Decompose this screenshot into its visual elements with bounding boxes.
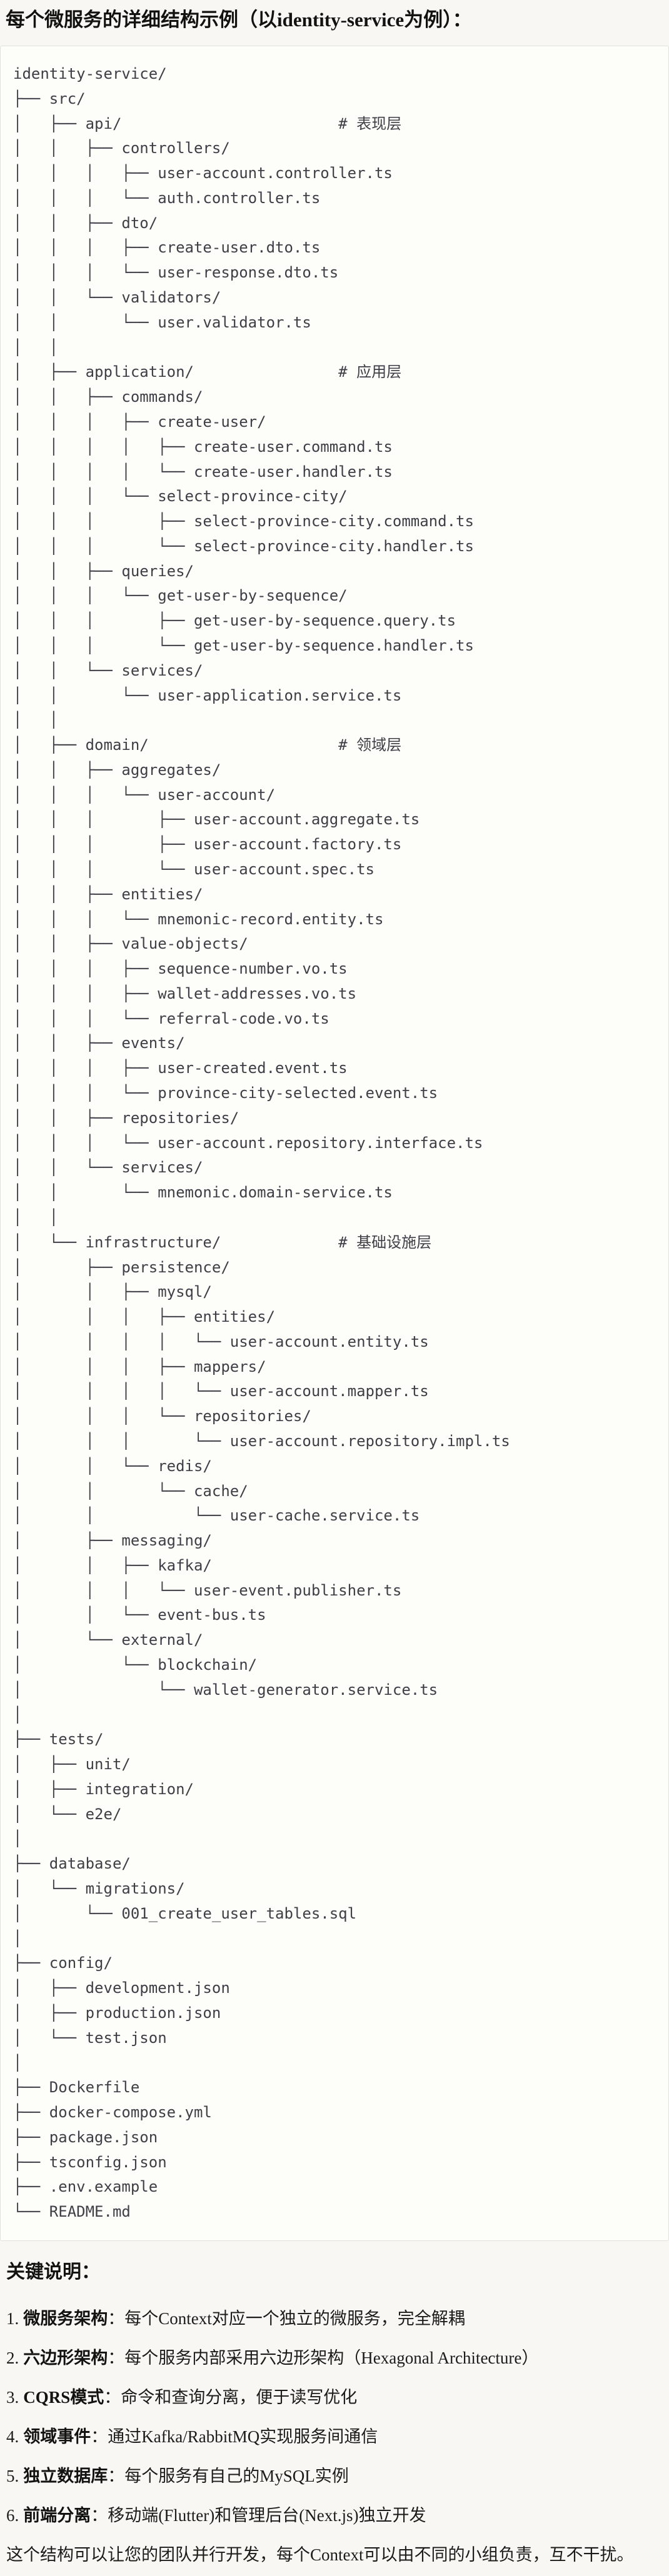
- directory-tree: identity-service/ ├── src/ │ ├── api/ # …: [13, 65, 510, 2221]
- key-note-description: ：每个Context对应一个独立的微服务，完全解耦: [108, 2309, 465, 2328]
- key-note-description: ：每个服务内部采用六边形架构（Hexagonal Architecture）: [108, 2348, 539, 2367]
- key-note-term: CQRS模式: [23, 2387, 104, 2407]
- key-notes-title: 关键说明：: [6, 2261, 100, 2282]
- directory-tree-block: identity-service/ ├── src/ │ ├── api/ # …: [0, 46, 669, 2241]
- key-notes-section: 关键说明： 1.微服务架构：每个Context对应一个独立的微服务，完全解耦 2.…: [0, 2261, 669, 2567]
- key-note-item: 4.领域事件：通过Kafka/RabbitMQ实现服务间通信: [6, 2424, 663, 2449]
- key-note-number: 4.: [6, 2427, 19, 2446]
- key-note-description: ：通过Kafka/RabbitMQ实现服务间通信: [91, 2427, 378, 2446]
- key-note-description: ：每个服务有自己的MySQL实例: [108, 2466, 349, 2485]
- key-note-description: ：命令和查询分离，便于读写优化: [104, 2387, 358, 2407]
- key-note-item: 1.微服务架构：每个Context对应一个独立的微服务，完全解耦: [6, 2306, 663, 2331]
- page-title: 每个微服务的详细结构示例（以identity-service为例）：: [6, 9, 472, 31]
- key-note-item: 2.六边形架构：每个服务内部采用六边形架构（Hexagonal Architec…: [6, 2345, 663, 2370]
- key-note-description: ：移动端(Flutter)和管理后台(Next.js)独立开发: [91, 2505, 426, 2525]
- key-note-term: 领域事件: [23, 2427, 91, 2446]
- key-note-number: 2.: [6, 2348, 19, 2367]
- closing-paragraph: 这个结构可以让您的团队并行开发，每个Context可以由不同的小组负责，互不干扰…: [6, 2545, 634, 2564]
- key-note-number: 3.: [6, 2387, 19, 2407]
- key-note-term: 前端分离: [23, 2505, 91, 2525]
- key-note-number: 6.: [6, 2505, 19, 2525]
- key-note-item: 3.CQRS模式：命令和查询分离，便于读写优化: [6, 2385, 663, 2410]
- key-note-item: 6.前端分离：移动端(Flutter)和管理后台(Next.js)独立开发: [6, 2503, 663, 2528]
- key-note-number: 5.: [6, 2466, 19, 2485]
- key-note-term: 微服务架构: [23, 2309, 108, 2328]
- key-note-item: 5.独立数据库：每个服务有自己的MySQL实例: [6, 2464, 663, 2489]
- key-note-term: 独立数据库: [23, 2466, 108, 2485]
- key-note-number: 1.: [6, 2309, 19, 2328]
- key-note-term: 六边形架构: [23, 2348, 108, 2367]
